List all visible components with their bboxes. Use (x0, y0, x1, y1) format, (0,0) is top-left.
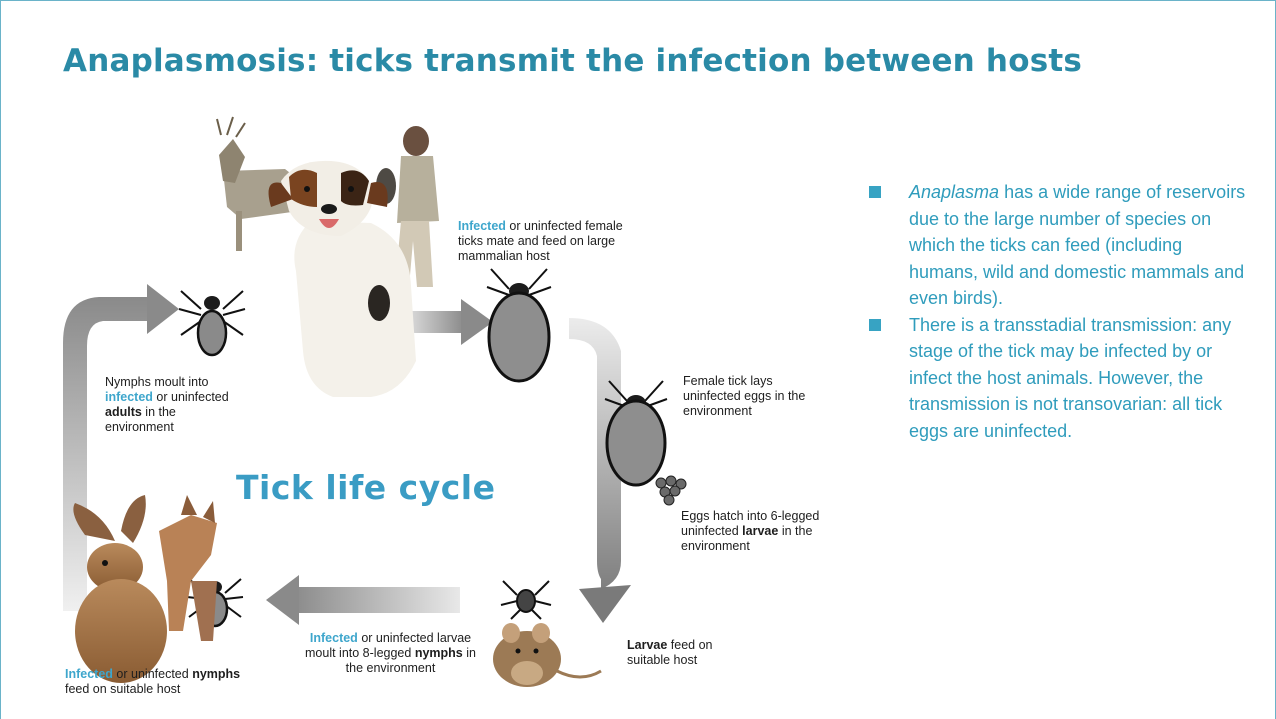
bullet-list: Anaplasma has a wide range of reservoirs… (859, 179, 1251, 444)
larvae-label: larvae (742, 524, 778, 538)
nymphs-label: nymphs (415, 646, 463, 660)
cycle-arrow-bottom (266, 575, 460, 625)
fox-image (159, 495, 217, 641)
label-eggs-hatch: Eggs hatch into 6-legged uninfected larv… (681, 509, 821, 554)
bullet-item: There is a transstadial transmission: an… (859, 312, 1251, 445)
larva-tick (501, 581, 551, 619)
tick-eggs (656, 476, 686, 505)
infected-label: infected (105, 390, 153, 404)
adults-label: adults (105, 405, 142, 419)
rabbit-image (73, 495, 167, 683)
infected-label: Infected (458, 219, 506, 233)
label-text: or uninfected (156, 390, 228, 404)
label-nymphs-moult: Nymphs moult into infected or uninfected… (105, 375, 245, 435)
adult-tick-top (487, 269, 551, 381)
infected-label: Infected (310, 631, 358, 645)
cycle-arrow-top (401, 299, 493, 345)
infected-label: Infected (65, 667, 113, 681)
bullet-text: There is a transstadial transmission: an… (909, 315, 1231, 441)
nymph-tick-left (179, 291, 245, 355)
bullet-item: Anaplasma has a wide range of reservoirs… (859, 179, 1251, 312)
bullet-italic: Anaplasma (909, 182, 999, 202)
larvae-label: Larvae (627, 638, 667, 652)
mouse-image (493, 623, 601, 687)
tick-life-cycle-diagram: Tick life cycle Infected or uninfected f… (41, 111, 821, 719)
label-text: or uninfected (116, 667, 188, 681)
bullet-square-icon (869, 319, 881, 331)
label-text: feed on suitable host (65, 682, 180, 696)
label-lay-eggs: Female tick lays uninfected eggs in the … (683, 374, 823, 419)
slide-title: Anaplasmosis: ticks transmit the infecti… (63, 43, 1082, 79)
label-larvae-moult: Infected or uninfected larvae moult into… (303, 631, 478, 676)
label-larvae-feed: Larvae feed on suitable host (627, 638, 737, 668)
label-nymphs-feed: Infected or uninfected nymphs feed on su… (65, 667, 255, 697)
bullet-square-icon (869, 186, 881, 198)
nymphs-label: nymphs (192, 667, 240, 681)
label-text: Nymphs moult into (105, 375, 209, 389)
cycle-title: Tick life cycle (236, 468, 496, 507)
label-adult-feed: Infected or uninfected female ticks mate… (458, 219, 628, 264)
